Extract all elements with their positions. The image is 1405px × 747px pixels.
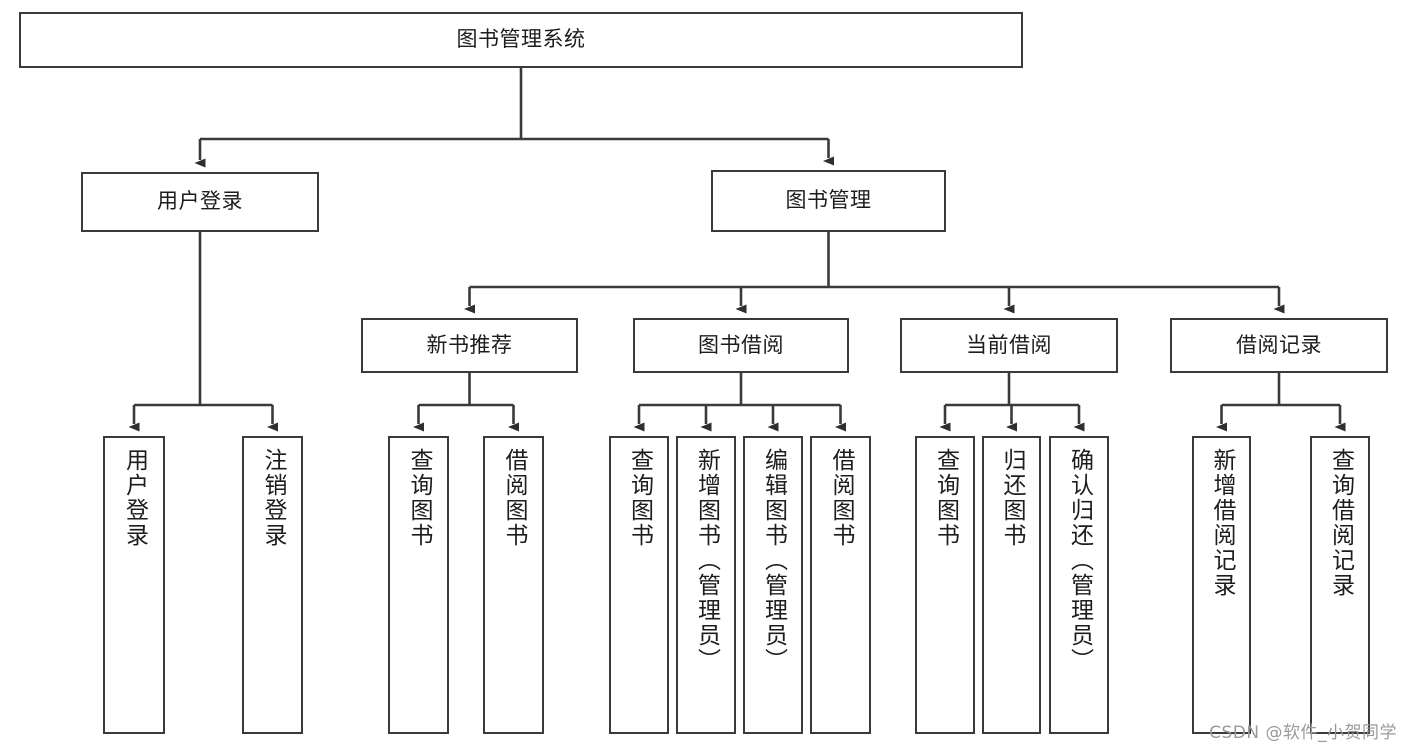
node-borrow-record[interactable]: 借阅记录 — [1170, 318, 1388, 373]
leaf-user-login-label: 用户登录 — [121, 448, 148, 548]
node-borrow-record-label: 借阅记录 — [1236, 332, 1322, 357]
leaf-borrow-book-1[interactable]: 借阅图书 — [483, 436, 544, 734]
leaf-borrow-book-2[interactable]: 借阅图书 — [810, 436, 871, 734]
node-current-borrow[interactable]: 当前借阅 — [900, 318, 1118, 373]
leaf-add-book-label: 新增图书（管理员） — [693, 448, 720, 673]
leaf-query-book-3[interactable]: 查询图书 — [915, 436, 975, 734]
node-book-borrow-label: 图书借阅 — [698, 332, 784, 357]
leaf-add-borrow-record-label: 新增借阅记录 — [1209, 448, 1235, 598]
leaf-add-borrow-record[interactable]: 新增借阅记录 — [1192, 436, 1251, 734]
leaf-return-book-label: 归还图书 — [999, 448, 1025, 548]
node-root-label: 图书管理系统 — [456, 27, 586, 52]
leaf-add-book[interactable]: 新增图书（管理员） — [676, 436, 736, 734]
leaf-borrow-book-2-label: 借阅图书 — [828, 448, 854, 548]
leaf-edit-book-label: 编辑图书（管理员） — [760, 448, 787, 673]
node-book-management[interactable]: 图书管理 — [711, 170, 946, 232]
leaf-return-book[interactable]: 归还图书 — [982, 436, 1041, 734]
leaf-borrow-book-1-label: 借阅图书 — [501, 448, 527, 548]
leaf-logout-label: 注销登录 — [260, 448, 286, 548]
leaf-query-borrow-record-label: 查询借阅记录 — [1327, 448, 1354, 598]
node-new-book-recommend[interactable]: 新书推荐 — [361, 318, 578, 373]
node-book-borrow[interactable]: 图书借阅 — [633, 318, 849, 373]
leaf-user-login[interactable]: 用户登录 — [103, 436, 165, 734]
leaf-query-book-2-label: 查询图书 — [626, 448, 653, 548]
leaf-confirm-return[interactable]: 确认归还（管理员） — [1049, 436, 1109, 734]
leaf-edit-book[interactable]: 编辑图书（管理员） — [743, 436, 803, 734]
node-root[interactable]: 图书管理系统 — [19, 12, 1023, 68]
node-book-management-label: 图书管理 — [785, 188, 872, 213]
leaf-query-book-1-label: 查询图书 — [406, 448, 432, 548]
leaf-query-book-1[interactable]: 查询图书 — [388, 436, 449, 734]
node-user-login[interactable]: 用户登录 — [81, 172, 319, 232]
node-new-book-recommend-label: 新书推荐 — [426, 332, 513, 357]
leaf-query-book-3-label: 查询图书 — [932, 448, 959, 548]
leaf-logout[interactable]: 注销登录 — [242, 436, 303, 734]
leaf-query-book-2[interactable]: 查询图书 — [609, 436, 669, 734]
leaf-query-borrow-record[interactable]: 查询借阅记录 — [1310, 436, 1370, 734]
node-user-login-label: 用户登录 — [157, 189, 243, 214]
watermark: CSDN @软件_小贺同学 — [1209, 723, 1397, 743]
leaf-confirm-return-label: 确认归还（管理员） — [1066, 448, 1093, 673]
node-current-borrow-label: 当前借阅 — [966, 332, 1052, 357]
